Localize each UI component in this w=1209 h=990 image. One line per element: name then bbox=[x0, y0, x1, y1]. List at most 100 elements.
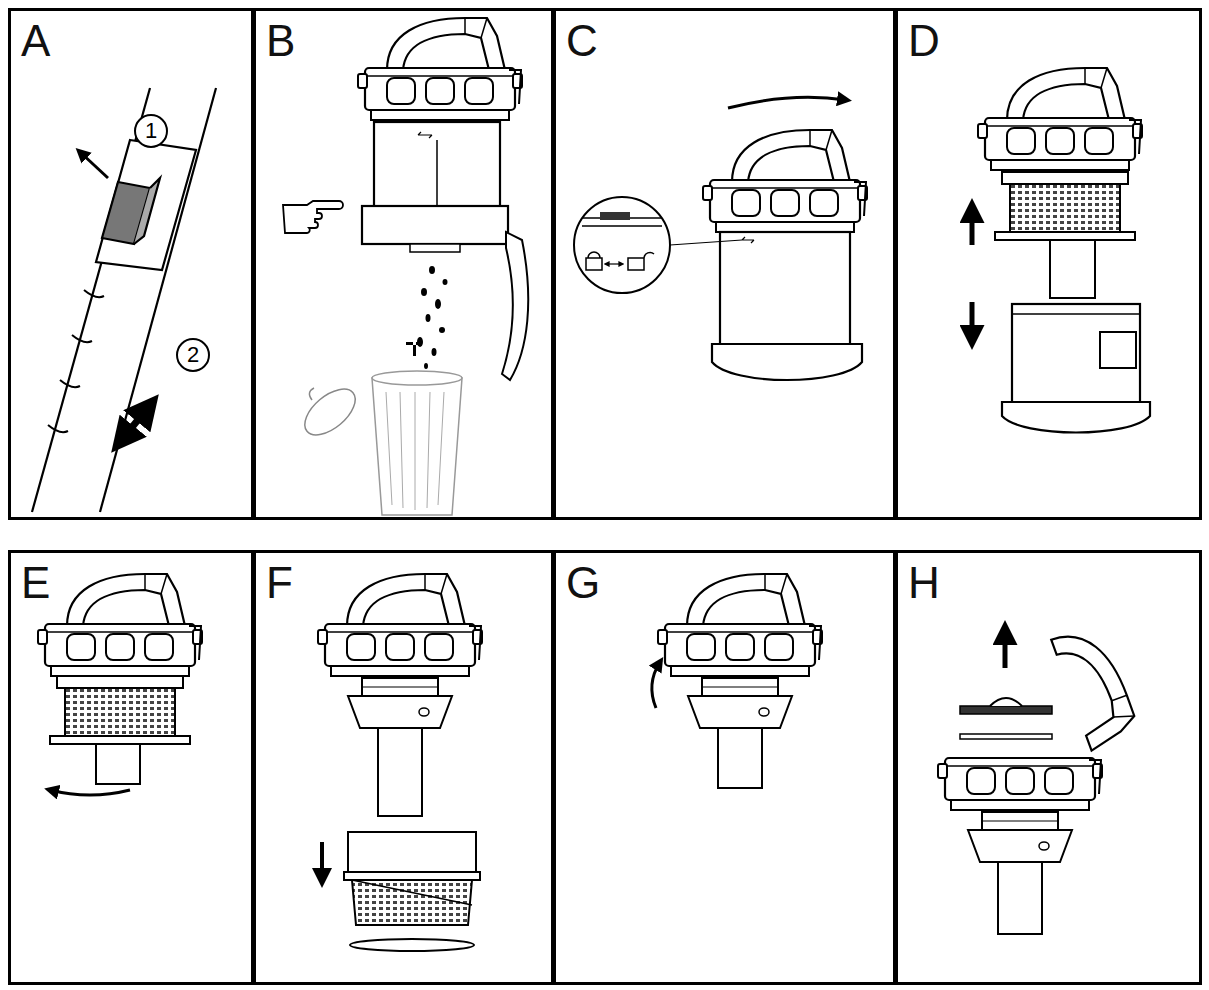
step-panel: D bbox=[895, 8, 1202, 520]
empty-dust-bin bbox=[421, 288, 427, 296]
twist-filter bbox=[96, 744, 140, 784]
separate-bin bbox=[970, 208, 975, 245]
step-panel: A 1 2 bbox=[8, 8, 254, 520]
open-lid bbox=[652, 662, 660, 708]
separate-bin bbox=[1050, 240, 1095, 298]
container-head bbox=[658, 574, 822, 676]
empty-dust-bin bbox=[297, 380, 364, 443]
unlock-bin bbox=[586, 252, 602, 270]
empty-dust-bin bbox=[443, 279, 448, 285]
cyclone-cone bbox=[348, 678, 452, 728]
cyclone-cone bbox=[688, 678, 792, 728]
empty-dust-bin bbox=[418, 132, 432, 138]
empty-dust-bin bbox=[374, 122, 500, 212]
filter-mesh bbox=[50, 676, 190, 744]
step-letter: B bbox=[266, 17, 295, 65]
separate-bin bbox=[970, 302, 975, 340]
container-head bbox=[703, 130, 867, 232]
handle bbox=[1051, 622, 1140, 751]
callout-number: 1 bbox=[145, 119, 157, 143]
remove-inner-filter bbox=[998, 862, 1042, 934]
remove-inner-filter bbox=[960, 734, 1052, 739]
step-letter: C bbox=[566, 17, 598, 65]
step-letter: G bbox=[566, 559, 600, 607]
telescopic-tube bbox=[32, 88, 216, 512]
empty-dust-bin bbox=[502, 232, 528, 380]
container-head bbox=[38, 574, 202, 676]
unlock-bin bbox=[600, 212, 630, 220]
step-panel: F bbox=[253, 550, 554, 985]
remove-inner-filter bbox=[960, 706, 1052, 714]
twist-filter bbox=[38, 574, 202, 795]
step-panel: C bbox=[553, 8, 896, 520]
step-letter: F bbox=[266, 559, 293, 607]
container-head bbox=[358, 18, 522, 120]
telescopic-tube bbox=[120, 405, 150, 442]
empty-dust-bin bbox=[362, 206, 508, 244]
empty-dust-bin bbox=[406, 266, 448, 369]
remove-filter bbox=[352, 880, 472, 905]
empty-dust-bin bbox=[283, 18, 528, 515]
empty-dust-bin bbox=[406, 342, 422, 356]
separate-bin bbox=[972, 68, 1150, 433]
step-panel: B bbox=[253, 8, 554, 520]
empty-dust-bin bbox=[410, 244, 460, 252]
step-letter: D bbox=[908, 17, 940, 65]
container-head bbox=[978, 68, 1142, 170]
unlock-bin bbox=[574, 97, 867, 380]
empty-dust-bin bbox=[309, 388, 314, 400]
remove-filter bbox=[352, 880, 472, 925]
unlock-bin bbox=[712, 344, 862, 380]
separate-bin bbox=[1100, 332, 1136, 368]
callout-number: 2 bbox=[187, 343, 199, 367]
unlock-bin bbox=[742, 237, 754, 243]
container-head bbox=[318, 574, 482, 676]
open-lid bbox=[718, 728, 762, 788]
unlock-bin bbox=[720, 232, 850, 346]
unlock-bin bbox=[728, 97, 846, 108]
open-lid bbox=[652, 574, 822, 788]
step-letter: A bbox=[21, 17, 50, 65]
step-letter: E bbox=[21, 559, 50, 607]
remove-filter bbox=[344, 872, 480, 880]
remove-filter bbox=[350, 939, 474, 951]
step-letter: H bbox=[908, 559, 940, 607]
empty-dust-bin bbox=[424, 363, 428, 369]
remove-inner-filter bbox=[990, 698, 1022, 706]
callout-circle: 1 bbox=[134, 114, 168, 148]
empty-dust-bin bbox=[436, 140, 438, 210]
cyclone-cone bbox=[968, 812, 1072, 862]
empty-dust-bin bbox=[435, 299, 441, 309]
remove-filter bbox=[320, 842, 324, 880]
step-panel: E bbox=[8, 550, 254, 985]
telescopic-tube bbox=[48, 290, 104, 432]
telescopic-tube bbox=[80, 152, 108, 178]
telescopic-tube bbox=[134, 178, 160, 244]
unlock-bin bbox=[574, 197, 670, 293]
callout-circle: 2 bbox=[176, 338, 210, 372]
unlock-bin bbox=[606, 263, 622, 264]
empty-dust-bin bbox=[432, 348, 437, 356]
remove-filter bbox=[348, 832, 476, 872]
remove-inner-filter bbox=[1003, 630, 1008, 668]
remove-filter bbox=[318, 574, 482, 951]
empty-dust-bin bbox=[372, 378, 462, 515]
separate-bin bbox=[1012, 313, 1140, 315]
separate-bin bbox=[1012, 304, 1140, 404]
empty-dust-bin bbox=[283, 201, 343, 233]
telescopic-tube bbox=[96, 140, 196, 270]
unlock-bin bbox=[628, 252, 654, 270]
step-panel: G bbox=[553, 550, 896, 985]
unlock-bin bbox=[670, 240, 742, 245]
empty-dust-bin bbox=[426, 314, 431, 322]
remove-filter bbox=[378, 728, 422, 816]
step-panel: H bbox=[895, 550, 1202, 985]
separate-bin bbox=[1002, 402, 1150, 433]
empty-dust-bin bbox=[386, 392, 444, 510]
container-cap bbox=[938, 758, 1102, 810]
empty-dust-bin bbox=[439, 327, 445, 333]
filter-mesh bbox=[995, 172, 1135, 240]
empty-dust-bin bbox=[372, 371, 462, 385]
empty-dust-bin bbox=[429, 266, 435, 274]
